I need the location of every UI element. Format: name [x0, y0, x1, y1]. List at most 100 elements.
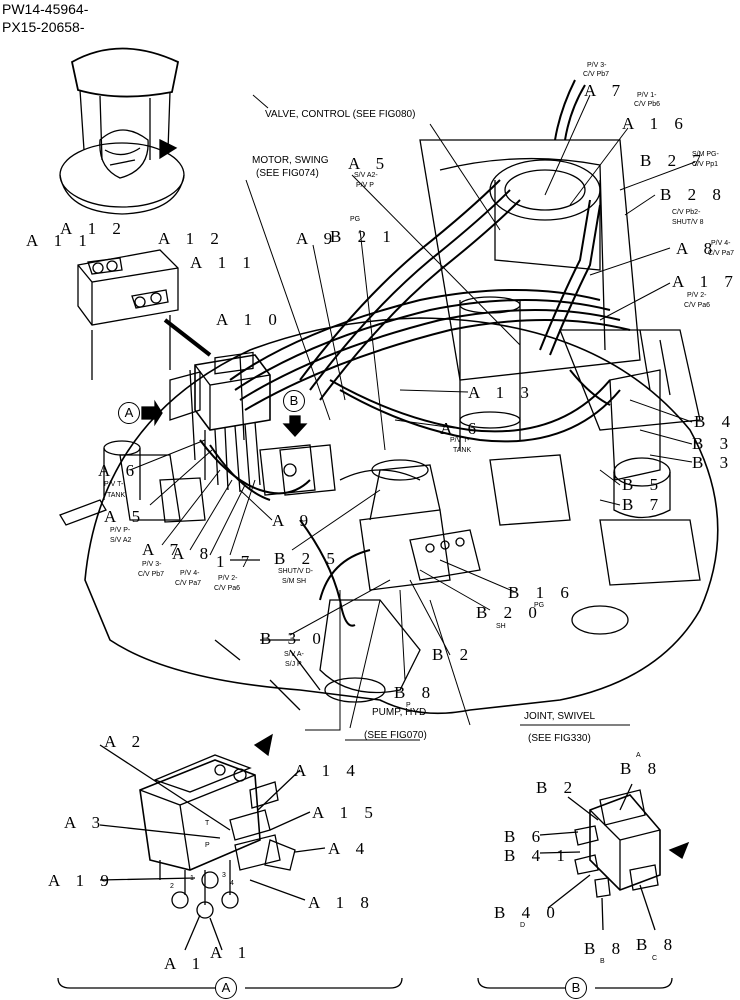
- callout-a17-low: 1 7: [216, 552, 256, 571]
- callout-b4: B 4: [694, 412, 737, 431]
- callout-a3: A 3: [64, 813, 107, 832]
- caption-motor-swing-2: (SEE FIG074): [256, 168, 319, 179]
- callout-a4: A 4: [328, 839, 371, 858]
- callout-a18: A 1 8: [308, 893, 375, 912]
- label-sup-c: C: [652, 955, 658, 962]
- callout-a9-top: A 9: [296, 229, 339, 248]
- label-pv-p-sv-1: P/V P-: [110, 527, 131, 534]
- label-pv4-pa7-low-2: C/V Pa7: [175, 580, 202, 587]
- callout-b34: B 3 4: [692, 434, 740, 453]
- label-cv-pb2-1: C/V Pb2-: [672, 209, 701, 216]
- block-detail: [77, 249, 212, 380]
- callout-a6-mid: A 6: [440, 419, 483, 438]
- label-pv-tank-mid-1: P/V T-: [450, 437, 470, 444]
- arrow-b: [282, 415, 308, 437]
- label-sm-pg-2: C/V Pp1: [692, 161, 719, 168]
- port-label-4: 4: [230, 880, 234, 887]
- serial-number-1: PW14-45964-: [2, 1, 89, 17]
- callout-b2-detail: B 2: [536, 778, 579, 797]
- label-pv-p-sv-2: S/V A2: [110, 537, 132, 544]
- callout-a10: A 1 0: [216, 310, 283, 329]
- callout-a9-mid: A 9: [272, 511, 315, 530]
- label-sv-a-2: S/J P: [285, 661, 302, 668]
- label-pv-tank-left-2: TANK: [107, 492, 126, 499]
- callout-a6-left: A 6: [98, 461, 141, 480]
- callout-b8-a: B 8: [620, 759, 663, 778]
- label-shut-v-1: SHUT/V D-: [278, 568, 313, 575]
- callout-b20: B 2 0: [476, 603, 543, 622]
- caption-pump-hyd-2: (SEE FIG070): [364, 730, 427, 741]
- port-label-2: 2: [170, 883, 174, 890]
- callout-b8-c: B 8: [636, 935, 679, 954]
- label-pv3-pb7-low-2: C/V Pb7: [138, 571, 165, 578]
- label-pg-top: PG: [350, 216, 361, 223]
- label-sv-a2-1: S/V A2-: [354, 172, 378, 179]
- pilot-valve-block: [169, 351, 316, 496]
- label-sup-a: A: [636, 752, 641, 759]
- callout-a11-right: A 1 1: [190, 253, 257, 272]
- label-pv1-pb6-2: C/V Pb6: [634, 101, 661, 108]
- label-pv4-pa7-right-1: P/V 4-: [711, 240, 731, 247]
- callout-a13: A 1 3: [468, 383, 535, 402]
- callout-a7-low: A 7: [142, 540, 185, 559]
- label-sv-a2-2: P/V P: [356, 182, 374, 189]
- label-sup-b: B: [600, 958, 605, 965]
- callout-b35: B 3 5: [692, 453, 740, 472]
- label-pg-low: PG: [534, 602, 545, 609]
- label-pv3-pb7-low-1: P/V 3-: [142, 561, 162, 568]
- label-pv3-pb7-top-1: P/V 3-: [587, 62, 607, 69]
- callout-a8-low: A 8: [172, 544, 215, 563]
- callout-b8-main: B 8: [394, 683, 437, 702]
- callout-a12-right: A 1 2: [158, 229, 225, 248]
- label-pv2-pa6-right-1: P/V 2-: [687, 292, 707, 299]
- callout-b40: B 4 0: [494, 903, 561, 922]
- detail-view-a: [99, 733, 326, 951]
- label-sv-a-1: S/V A-: [284, 651, 304, 658]
- callout-a19: A 1 9: [48, 871, 115, 890]
- callout-b7: B 7: [622, 495, 665, 514]
- callout-a7-top: A 7: [584, 81, 627, 100]
- label-sm-pg-1: S/M PG-: [692, 151, 719, 158]
- callout-a5-left: A 5: [104, 507, 147, 526]
- callout-b27: B 2 7: [640, 151, 707, 170]
- machine-frame: [59, 139, 719, 715]
- detail-marker-a: A: [215, 977, 237, 999]
- callout-a15: A 1 5: [312, 803, 379, 822]
- callout-a5-top: A 5: [348, 154, 391, 173]
- caption-valve-control: VALVE, CONTROL (SEE FIG080): [265, 109, 416, 120]
- label-sup-d: D: [520, 922, 526, 929]
- callout-b2-main: B 2: [432, 645, 475, 664]
- brace-b: [477, 977, 673, 989]
- label-pv3-pb7-top-2: C/V Pb7: [583, 71, 610, 78]
- leader-lines: [129, 94, 696, 741]
- cab-thumbnail: [59, 47, 185, 215]
- callout-a12-left: A 1 2: [60, 219, 127, 238]
- label-pv2-pa6-right-2: C/V Pa6: [684, 302, 711, 309]
- view-marker-a: A: [118, 402, 140, 424]
- caption-joint-swivel-2: (SEE FIG330): [528, 733, 591, 744]
- label-pv-tank-mid-2: TANK: [453, 447, 472, 454]
- callout-b16: B 1 6: [508, 583, 575, 602]
- port-label-1: 1: [190, 875, 194, 882]
- callout-b25: B 2 5: [274, 549, 341, 568]
- callout-a17: A 1 7: [672, 272, 739, 291]
- label-pv4-pa7-low-1: P/V 4-: [180, 570, 200, 577]
- label-cv-pb2-2: SHUT/V 8: [672, 219, 704, 226]
- callout-a16: A 1 6: [622, 114, 689, 133]
- callout-b8-b: B 8: [584, 939, 627, 958]
- callout-a2: A 2: [104, 732, 147, 751]
- detail-view-b: [539, 783, 690, 931]
- callout-b5: B 5: [622, 475, 665, 494]
- label-p: P: [406, 702, 411, 709]
- callout-a1-a: A 1: [164, 954, 207, 973]
- callout-a14: A 1 4: [294, 761, 361, 780]
- callout-a1-b: A 1: [210, 943, 253, 962]
- brace-a: [57, 977, 403, 989]
- label-pv2-pa6-low-1: P/V 2-: [218, 575, 238, 582]
- label-sh: SH: [496, 623, 506, 630]
- serial-number-2: PX15-20658-: [2, 19, 85, 35]
- label-pv1-pb6-1: P/V 1-: [637, 92, 657, 99]
- callout-a8-right: A 8: [676, 239, 719, 258]
